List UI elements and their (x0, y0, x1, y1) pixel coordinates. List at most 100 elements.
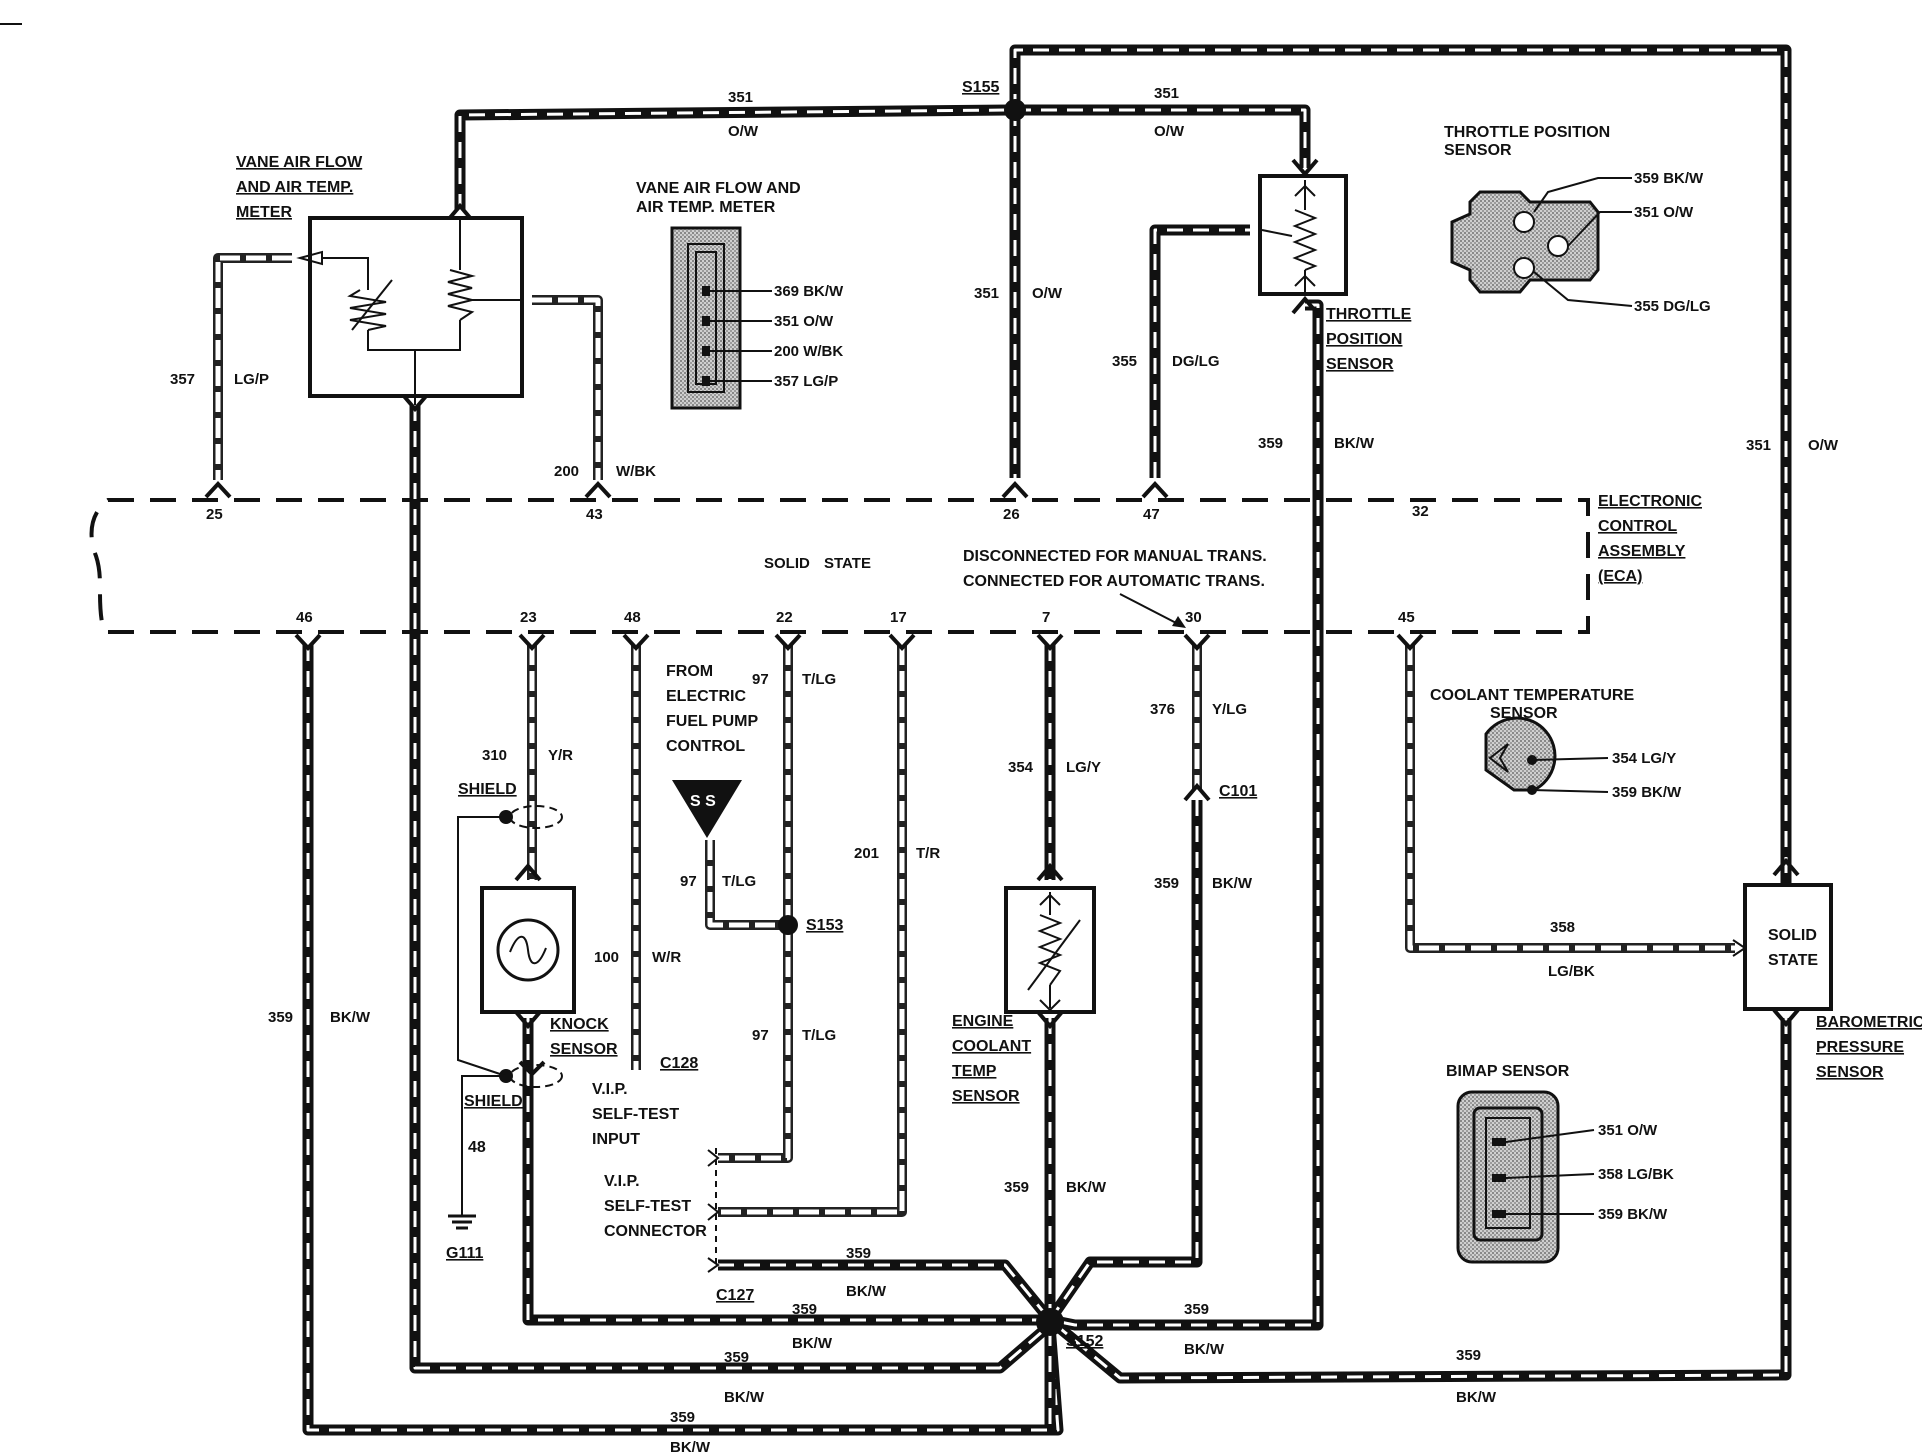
svg-text:SHIELD: SHIELD (464, 1093, 523, 1110)
svg-text:AND AIR TEMP.: AND AIR TEMP. (236, 179, 353, 196)
svg-text:INPUT: INPUT (592, 1131, 640, 1148)
svg-text:ASSEMBLY: ASSEMBLY (1598, 543, 1686, 560)
svg-text:SENSOR: SENSOR (1490, 705, 1558, 722)
svg-text:SENSOR: SENSOR (952, 1088, 1020, 1105)
svg-text:SOLID: SOLID (1768, 927, 1817, 944)
svg-text:351: 351 (1746, 437, 1771, 454)
throttle-position-sensor (1258, 174, 1348, 296)
svg-text:C127: C127 (716, 1287, 754, 1304)
svg-text:359: 359 (268, 1009, 293, 1026)
svg-text:201: 201 (854, 845, 879, 862)
heavy-wires (302, 44, 1792, 1436)
svg-text:97: 97 (680, 873, 697, 890)
vip-labels: V.I.P. SELF-TEST INPUT V.I.P. SELF-TEST … (592, 1081, 720, 1273)
svg-text:FROM: FROM (666, 663, 713, 680)
svg-text:351 O/W: 351 O/W (1634, 204, 1694, 221)
splice-s155 (1004, 99, 1026, 121)
svg-text:LG/Y: LG/Y (1066, 759, 1101, 776)
svg-text:CONNECTOR: CONNECTOR (604, 1223, 707, 1240)
svg-text:AIR TEMP. METER: AIR TEMP. METER (636, 199, 776, 216)
svg-text:30: 30 (1185, 609, 1202, 626)
svg-text:23: 23 (520, 609, 537, 626)
svg-text:S153: S153 (806, 917, 843, 934)
svg-text:S155: S155 (962, 79, 999, 96)
svg-text:BK/W: BK/W (724, 1389, 765, 1406)
light-wires (213, 253, 1735, 1217)
splices: S155 S153 S152 (778, 79, 1103, 1350)
svg-text:100: 100 (594, 949, 619, 966)
svg-text:310: 310 (482, 747, 507, 764)
svg-text:359: 359 (846, 1245, 871, 1262)
pin-chevrons (204, 158, 1800, 1077)
svg-text:32: 32 (1412, 503, 1429, 520)
svg-text:SENSOR: SENSOR (1444, 142, 1512, 159)
svg-text:VANE AIR FLOW: VANE AIR FLOW (236, 154, 363, 171)
svg-text:BK/W: BK/W (1334, 435, 1375, 452)
svg-text:KNOCK: KNOCK (550, 1016, 609, 1033)
svg-text:O/W: O/W (1032, 285, 1063, 302)
eca-labels: ELECTRONIC CONTROL ASSEMBLY (ECA) SOLID … (764, 493, 1702, 628)
throttle-sensor-title: THROTTLE POSITION SENSOR (1326, 306, 1412, 373)
svg-text:ELECTRONIC: ELECTRONIC (1598, 493, 1702, 510)
svg-text:354: 354 (1008, 759, 1034, 776)
svg-text:BK/W: BK/W (670, 1439, 711, 1456)
svg-text:357: 357 (170, 371, 195, 388)
svg-text:200: 200 (554, 463, 579, 480)
splice-s152 (1036, 1308, 1064, 1336)
svg-text:SENSOR: SENSOR (1326, 356, 1394, 373)
svg-text:G111: G111 (446, 1245, 483, 1262)
svg-text:351: 351 (728, 89, 753, 106)
svg-text:CONNECTED FOR AUTOMATIC TRANS.: CONNECTED FOR AUTOMATIC TRANS. (963, 573, 1265, 590)
variable-arrow-icon (351, 279, 393, 331)
vane-meter-title: VANE AIR FLOW AND AIR TEMP. METER (236, 154, 363, 221)
engine-coolant-temp-sensor: ENGINE COOLANT TEMP SENSOR (952, 886, 1096, 1105)
svg-text:LG/BK: LG/BK (1548, 963, 1595, 980)
svg-text:97: 97 (752, 1027, 769, 1044)
svg-text:26: 26 (1003, 506, 1020, 523)
note-arrow (1119, 593, 1183, 627)
svg-text:W/BK: W/BK (616, 463, 656, 480)
svg-text:FUEL PUMP: FUEL PUMP (666, 713, 758, 730)
svg-text:351: 351 (1154, 85, 1179, 102)
svg-text:369 BK/W: 369 BK/W (774, 283, 844, 300)
pin-numbers: 25 43 26 47 32 46 23 48 22 17 7 30 45 (206, 503, 1429, 626)
svg-text:CONTROL: CONTROL (1598, 518, 1677, 535)
splice-s153 (778, 915, 798, 935)
svg-text:358: 358 (1550, 919, 1575, 936)
svg-text:45: 45 (1398, 609, 1415, 626)
svg-text:43: 43 (586, 506, 603, 523)
bimap-connector (1456, 1090, 1595, 1264)
svg-text:355: 355 (1112, 353, 1137, 370)
svg-text:T/R: T/R (916, 845, 940, 862)
svg-text:359: 359 (1184, 1301, 1209, 1318)
svg-text:O/W: O/W (728, 123, 759, 140)
svg-text:48: 48 (468, 1139, 486, 1156)
svg-text:357 LG/P: 357 LG/P (774, 373, 838, 390)
svg-text:C128: C128 (660, 1055, 698, 1072)
svg-text:354 LG/Y: 354 LG/Y (1612, 750, 1676, 767)
svg-text:SHIELD: SHIELD (458, 781, 517, 798)
svg-text:POSITION: POSITION (1326, 331, 1402, 348)
vane-air-flow-meter (296, 216, 524, 405)
connector-labels: C128 C101 C127 (660, 783, 1257, 1304)
wire-labels: 351 O/W 351 O/W 351 O/W 351 O/W 357 LG/P… (170, 85, 1839, 1456)
svg-text:CONTROL: CONTROL (666, 738, 745, 755)
svg-text:SENSOR: SENSOR (550, 1041, 618, 1058)
svg-text:17: 17 (890, 609, 907, 626)
svg-text:V.I.P.: V.I.P. (604, 1173, 640, 1190)
svg-text:200 W/BK: 200 W/BK (774, 343, 843, 360)
svg-text:Y/LG: Y/LG (1212, 701, 1247, 718)
svg-text:SELF-TEST: SELF-TEST (592, 1106, 679, 1123)
svg-text:STATE: STATE (1768, 952, 1818, 969)
barometric-sensor: SOLID STATE BAROMETRIC PRESSURE SENSOR (1732, 883, 1922, 1081)
svg-text:T/LG: T/LG (802, 671, 836, 688)
svg-text:359 BK/W: 359 BK/W (1634, 170, 1704, 187)
svg-text:BK/W: BK/W (1456, 1389, 1497, 1406)
svg-text:359: 359 (670, 1409, 695, 1426)
svg-text:O/W: O/W (1154, 123, 1185, 140)
svg-text:THROTTLE POSITION: THROTTLE POSITION (1444, 124, 1610, 141)
svg-text:48: 48 (624, 609, 641, 626)
svg-text:351 O/W: 351 O/W (1598, 1122, 1658, 1139)
vane-connector (670, 226, 772, 410)
svg-text:351 O/W: 351 O/W (774, 313, 834, 330)
